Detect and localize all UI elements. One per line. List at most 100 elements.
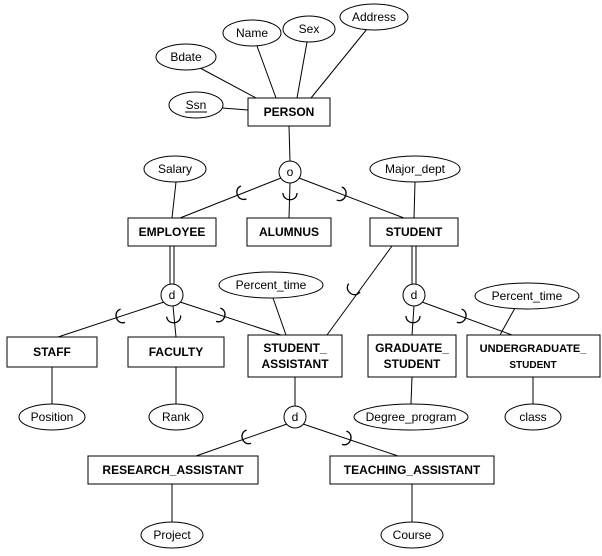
attribute-rank: Rank [148,403,204,431]
specialization-circle-disjoint-student-assistant: d [283,405,307,429]
subset-symbol-employee [236,185,247,201]
attribute-connectors [51,28,534,522]
edge-circleo-student [298,177,405,219]
edge-circled1-faculty [172,305,177,338]
entity-label: RESEARCH_ASSISTANT [102,463,244,477]
entity-box [246,217,332,247]
specialization-circle-overlapping: o [278,160,302,184]
attribute-sex: Sex [282,15,336,43]
entity-label-line1: STUDENT_ [263,341,327,355]
subset-symbol-graduate [405,315,421,324]
entity-box [127,217,217,247]
edge-circled2-undergraduate [421,301,513,336]
attribute-label: Name [236,26,268,40]
attribute-oval [282,15,336,43]
attribute-oval [140,521,204,549]
edge-circleo-employee [179,177,282,219]
entity-label: EMPLOYEE [139,225,206,239]
edge-circled1-staff [57,301,165,338]
edge-name-person [256,45,277,99]
entity-faculty: FACULTY [127,336,225,368]
edge-percenttime-studentassistant [272,297,287,336]
edge-bdate-person [199,67,257,99]
attribute-oval [155,43,217,71]
attribute-oval [369,155,461,183]
entity-box [247,334,343,378]
edge-circled1-studentassistant [179,301,282,336]
subset-symbol-faculty [166,315,182,324]
attribute-label: Position [31,410,74,424]
edge-ssn-person [221,107,249,111]
attribute-project: Project [140,521,204,549]
subset-symbol-student [336,186,347,202]
circle-shape [402,283,426,307]
entity-staff: STAFF [6,336,98,368]
entity-person: PERSON [247,97,331,127]
subset-symbol-research [241,429,252,445]
entity-box [369,217,459,247]
attribute-salary: Salary [143,155,207,183]
subset-symbol-staff [115,308,126,324]
circle-label: d [292,410,299,424]
entity-label: STAFF [33,345,71,359]
attribute-course: Course [380,521,444,549]
attribute-percent-time-right: Percent_time [474,282,580,310]
attribute-label: Major_dept [385,162,446,176]
attribute-label: Address [352,10,396,24]
entity-box [6,336,98,368]
attribute-ssn: Ssn [168,91,224,119]
attribute-oval [504,403,562,431]
entity-box [247,97,331,127]
entity-box [127,336,225,368]
attribute-oval [168,91,224,119]
edge-percenttime-undergraduate [499,307,516,336]
edge-majordept-student [413,181,416,219]
entity-label-line2: STUDENT [509,360,556,371]
subset-symbol-studentassistant-right [346,283,361,296]
entity-employee: EMPLOYEE [127,217,217,247]
circle-shape [278,160,302,184]
edge-student-studentassistant [326,245,393,336]
edge-circleo-alumnus [288,182,291,219]
subset-symbol-undergraduate [456,308,467,324]
attribute-label: Sex [299,22,320,36]
circle-shape [160,283,184,307]
entity-label: ALUMNUS [259,225,319,239]
entity-student: STUDENT [369,217,459,247]
circle-label: d [411,288,418,302]
entity-student-assistant: STUDENT_ ASSISTANT [247,334,343,378]
attribute-degree-program: Degree_program [353,403,469,431]
attribute-label: Percent_time [492,289,563,303]
subset-symbol-alumnus [282,192,298,201]
attribute-address: Address [339,3,409,31]
entity-box [466,334,601,378]
entity-label-line2: STUDENT [384,357,441,371]
attribute-label: Course [393,528,432,542]
entity-box [87,455,259,485]
attribute-class: class [504,403,562,431]
attribute-label: class [519,410,546,424]
subset-symbol-studentassistant-left [215,307,226,323]
attribute-position: Position [18,403,86,431]
circle-shape [283,405,307,429]
entity-label: PERSON [264,105,315,119]
attribute-oval [218,271,324,299]
circle-label: o [287,165,294,179]
attribute-oval [474,282,580,310]
attribute-label: Bdate [170,50,202,64]
edge-person-circle-o [288,125,291,162]
attribute-label-key: Ssn [186,98,207,112]
attribute-oval [143,155,207,183]
entity-graduate-student: GRADUATE_ STUDENT [367,334,457,378]
attribute-major-dept: Major_dept [369,155,461,183]
entity-label: STUDENT [386,225,443,239]
specialization-circle-disjoint-student: d [402,283,426,307]
specialization-circle-disjoint-employee: d [160,283,184,307]
entity-teaching-assistant: TEACHING_ASSISTANT [329,455,495,485]
edge-circled2-graduate [411,305,415,336]
attribute-label: Salary [158,162,192,176]
circle-label: d [169,288,176,302]
attribute-oval [339,3,409,31]
attribute-percent-time-left: Percent_time [218,271,324,299]
